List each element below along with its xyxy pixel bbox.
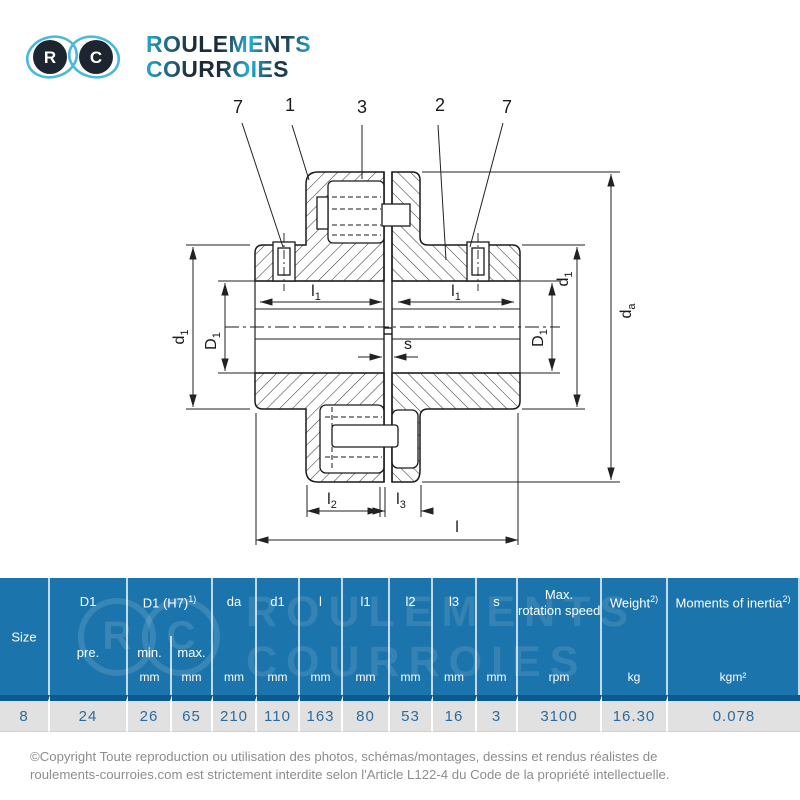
callout-1: 1 [285, 95, 295, 115]
callout-3: 3 [357, 97, 367, 117]
dim-D1-left: D1 [203, 332, 223, 350]
col-header-size: Size [0, 578, 50, 695]
col-header-weight: Weight2) kg [602, 578, 668, 695]
cell-inertia: 0.078 [668, 695, 800, 732]
copyright-notice: ©Copyright Toute reproduction ou utilisa… [30, 748, 775, 784]
cell-min: 26 [128, 695, 172, 732]
dimension-labels: d1 D1 l1 l1 s D1 d1 da l2 l3 l [171, 271, 638, 536]
col-header-da: da mm [213, 578, 257, 695]
dimension-lines [186, 171, 620, 545]
logo-letter-c: C [90, 48, 102, 67]
callout-7-left: 7 [233, 97, 243, 117]
brand-line-2: COURROIES [146, 57, 311, 82]
cell-d1: 110 [257, 695, 300, 732]
col-header-d1b: d1 mm [257, 578, 300, 695]
col-header-inertia: Moments of inertia2) kgm² [668, 578, 800, 695]
col-header-min: min. mm [137, 645, 162, 684]
spec-table: Size D1 pre. D1 (H7)1) min. mm max. mm d… [0, 578, 800, 732]
dim-l1-right: l1 [451, 283, 461, 303]
dim-d1-left: d1 [171, 329, 191, 344]
callout-7-right: 7 [502, 97, 512, 117]
dim-s: s [404, 336, 412, 353]
coupling-claw-tab [381, 203, 411, 227]
cell-l1: 80 [343, 695, 390, 732]
col-header-s: s mm [477, 578, 518, 695]
dim-l3: l3 [396, 491, 406, 511]
cell-l2: 53 [390, 695, 433, 732]
dim-d1-right: d1 [555, 271, 575, 286]
dim-l: l [455, 519, 459, 536]
elastomer-bushing-right [466, 241, 490, 282]
col-header-l: l mm [300, 578, 343, 695]
spec-table-row: 8 24 26 65 210 110 163 80 53 16 3 3100 1… [0, 695, 800, 732]
col-header-l2: l2 mm [390, 578, 433, 695]
min-max-divider [170, 636, 172, 695]
part-callouts: 7 1 3 2 7 [233, 95, 512, 261]
cell-size: 8 [0, 695, 50, 732]
col-header-max: max. mm [177, 645, 206, 684]
pin-pocket-bottom [319, 404, 419, 474]
brand-logo-icon: R C [25, 35, 121, 79]
logo-letter-r: R [44, 48, 56, 67]
cell-weight: 16.30 [602, 695, 668, 732]
col-header-speed: Max. rotation speed rpm [518, 578, 602, 695]
dim-da: da [618, 303, 638, 319]
brand-line-1: ROULEMENTS [146, 31, 311, 57]
elastomer-bushing-left [272, 241, 296, 282]
dim-l2: l2 [327, 491, 337, 511]
col-header-l3: l3 mm [433, 578, 477, 695]
copyright-line-1: ©Copyright Toute reproduction ou utilisa… [30, 749, 658, 764]
copyright-line-2: roulements-courroies.com est strictement… [30, 767, 670, 782]
cell-da: 210 [213, 695, 257, 732]
pin-hidden-lines-top [332, 196, 381, 236]
dim-l1-left: l1 [311, 283, 321, 303]
cell-max: 65 [172, 695, 213, 732]
col-header-d1-h7: D1 (H7)1) min. mm max. mm [128, 578, 213, 695]
spec-table-header: Size D1 pre. D1 (H7)1) min. mm max. mm d… [0, 578, 800, 695]
coupling-technical-drawing: 7 1 3 2 7 [171, 95, 638, 545]
col-header-d1-pre: D1 pre. [50, 578, 128, 695]
dim-D1-right: D1 [530, 329, 550, 347]
cell-s: 3 [477, 695, 518, 732]
brand-wordmark: ROULEMENTS COURROIES [146, 32, 311, 82]
cell-l3: 16 [433, 695, 477, 732]
callout-2: 2 [435, 95, 445, 115]
cell-d1-pre: 24 [50, 695, 128, 732]
brand-logo[interactable]: R C ROULEMENTS COURROIES [20, 26, 311, 88]
col-header-l1: l1 mm [343, 578, 390, 695]
coupling-gap-lines [383, 172, 393, 482]
cell-speed: 3100 [518, 695, 602, 732]
pin-hidden-lines-bottom [325, 416, 382, 458]
cell-l: 163 [300, 695, 343, 732]
